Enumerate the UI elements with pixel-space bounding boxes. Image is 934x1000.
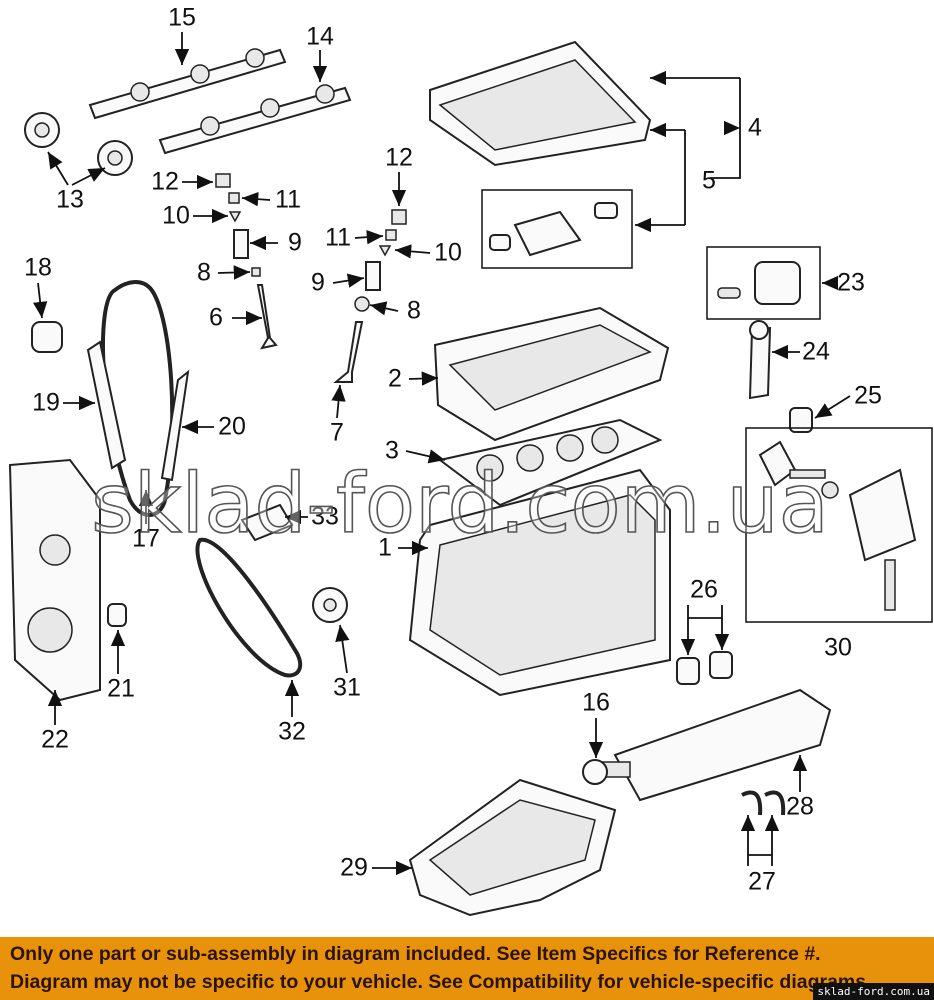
connecting-rod-24 (748, 320, 772, 400)
callout-20: 20 (218, 413, 246, 441)
callout-24: 24 (802, 338, 830, 366)
crank-sprocket-16 (582, 759, 608, 785)
valve-train-left (215, 173, 278, 350)
callout-4: 4 (748, 114, 762, 142)
callout-28: 28 (786, 793, 814, 821)
sprocket-31 (312, 587, 348, 623)
callout-26: 26 (690, 576, 718, 604)
crankshaft-28 (599, 688, 832, 802)
callout-5: 5 (702, 167, 716, 195)
callout-23: 23 (837, 269, 865, 297)
callout-9-left: 9 (288, 229, 302, 257)
callout-7: 7 (330, 419, 344, 447)
callout-18: 18 (24, 254, 52, 282)
callout-8-right: 8 (407, 297, 421, 325)
tensioner-33 (240, 503, 294, 542)
cam-sprockets-13 (24, 112, 133, 176)
callout-3: 3 (385, 437, 399, 465)
callout-8-left: 8 (197, 259, 211, 287)
front-cover-22 (8, 458, 101, 702)
cylinder-head-2 (433, 306, 670, 442)
callout-6: 6 (209, 304, 223, 332)
callout-14: 14 (306, 23, 334, 51)
thrust-washers-27 (741, 790, 786, 816)
site-tag: sklad-ford.com.ua (813, 983, 934, 1000)
callout-11-left: 11 (275, 186, 301, 214)
disclaimer-line-1: Only one part or sub-assembly in diagram… (10, 943, 821, 965)
callout-10-left: 10 (162, 202, 190, 230)
piston-23 (717, 261, 801, 305)
callout-31: 31 (333, 674, 361, 702)
oil-pan-29 (408, 778, 617, 917)
piston-box-23 (706, 246, 821, 320)
drive-belt-32 (195, 537, 303, 678)
camshaft-15 (88, 48, 287, 120)
valve-cover-4 (429, 40, 652, 167)
callout-labels: 1 2 3 4 5 6 7 8 8 9 9 10 10 11 11 12 12 … (24, 4, 882, 896)
callout-11-right: 11 (325, 224, 351, 252)
callout-22: 22 (41, 726, 69, 754)
leader-lines (33, 32, 851, 876)
seal-21 (107, 603, 127, 627)
oil-pump-30 (758, 440, 917, 611)
callout-1: 1 (378, 534, 392, 562)
callout-21: 21 (107, 675, 135, 703)
callout-25: 25 (854, 382, 882, 410)
rod-bearing-25 (789, 407, 813, 433)
chain-guide-19 (86, 340, 127, 470)
oil-pump-box-30 (745, 427, 933, 623)
engine-block-1 (408, 468, 671, 697)
callout-15: 15 (168, 4, 196, 32)
valve-train-right (333, 209, 407, 383)
tensioner-18 (31, 321, 63, 353)
disclaimer-line-2: Diagram may not be specific to your vehi… (10, 971, 872, 993)
callout-27: 27 (748, 868, 776, 896)
callout-10-right: 10 (434, 239, 462, 267)
callout-17: 17 (132, 525, 160, 553)
callout-9-right: 9 (311, 269, 325, 297)
gaskets-5 (489, 202, 618, 257)
main-bearings-26 (676, 651, 733, 685)
callout-12-left: 12 (151, 168, 179, 196)
callout-16: 16 (582, 689, 610, 717)
watermark: sklad-ford.com.ua (91, 457, 829, 552)
disclaimer-banner: Only one part or sub-assembly in diagram… (0, 937, 934, 1000)
head-gasket-3 (437, 418, 663, 507)
callout-2: 2 (388, 365, 402, 393)
callout-13: 13 (56, 186, 84, 214)
callout-30: 30 (824, 634, 852, 662)
chain-guide-20 (160, 369, 190, 482)
engine-parts-diagram: 1 2 3 4 5 6 7 8 8 9 9 10 10 11 11 12 12 … (8, 4, 933, 917)
callout-32: 32 (278, 718, 306, 746)
callout-12-right: 12 (385, 144, 413, 172)
camshaft-14 (158, 84, 352, 155)
callout-29: 29 (340, 854, 368, 882)
callout-19: 19 (32, 389, 60, 417)
callout-33: 33 (311, 503, 339, 531)
gasket-set-box-5 (481, 189, 633, 269)
